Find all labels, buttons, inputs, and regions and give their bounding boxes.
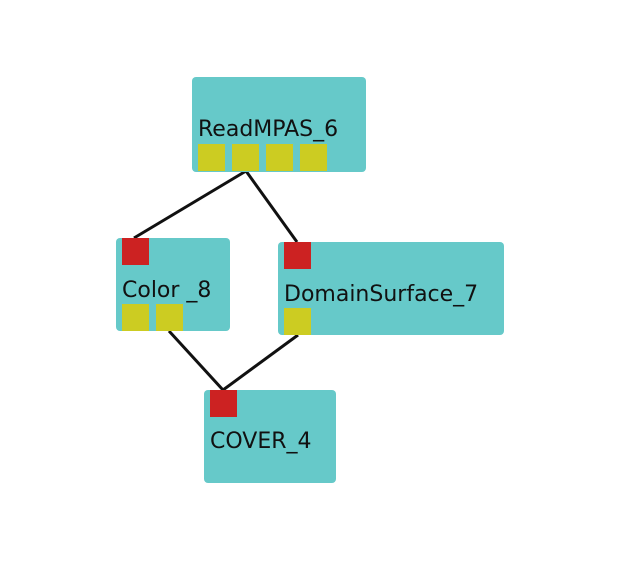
link-color-to-cover[interactable] xyxy=(167,329,225,392)
output-port[interactable] xyxy=(232,144,259,171)
output-port[interactable] xyxy=(198,144,225,171)
output-port[interactable] xyxy=(300,144,327,171)
module-label: COVER_4 xyxy=(210,429,312,454)
output-port[interactable] xyxy=(156,304,183,331)
module-label: Color _8 xyxy=(122,278,212,303)
module-readmpas[interactable]: ReadMPAS_6 xyxy=(192,77,366,172)
module-cover[interactable]: COVER_4 xyxy=(204,390,336,483)
link-domainsurface-to-cover[interactable] xyxy=(222,333,299,392)
output-port[interactable] xyxy=(284,308,311,335)
module-color[interactable]: Color _8 xyxy=(116,238,230,331)
input-port[interactable] xyxy=(284,242,311,269)
module-label: DomainSurface_7 xyxy=(284,282,479,307)
output-port[interactable] xyxy=(122,304,149,331)
input-port[interactable] xyxy=(210,390,237,417)
module-domainsurface[interactable]: DomainSurface_7 xyxy=(278,242,504,335)
output-port[interactable] xyxy=(266,144,293,171)
input-port[interactable] xyxy=(122,238,149,265)
module-label: ReadMPAS_6 xyxy=(198,117,339,142)
link-readmpas-to-color[interactable] xyxy=(133,169,247,240)
link-readmpas-to-domainsurface[interactable] xyxy=(244,170,299,243)
